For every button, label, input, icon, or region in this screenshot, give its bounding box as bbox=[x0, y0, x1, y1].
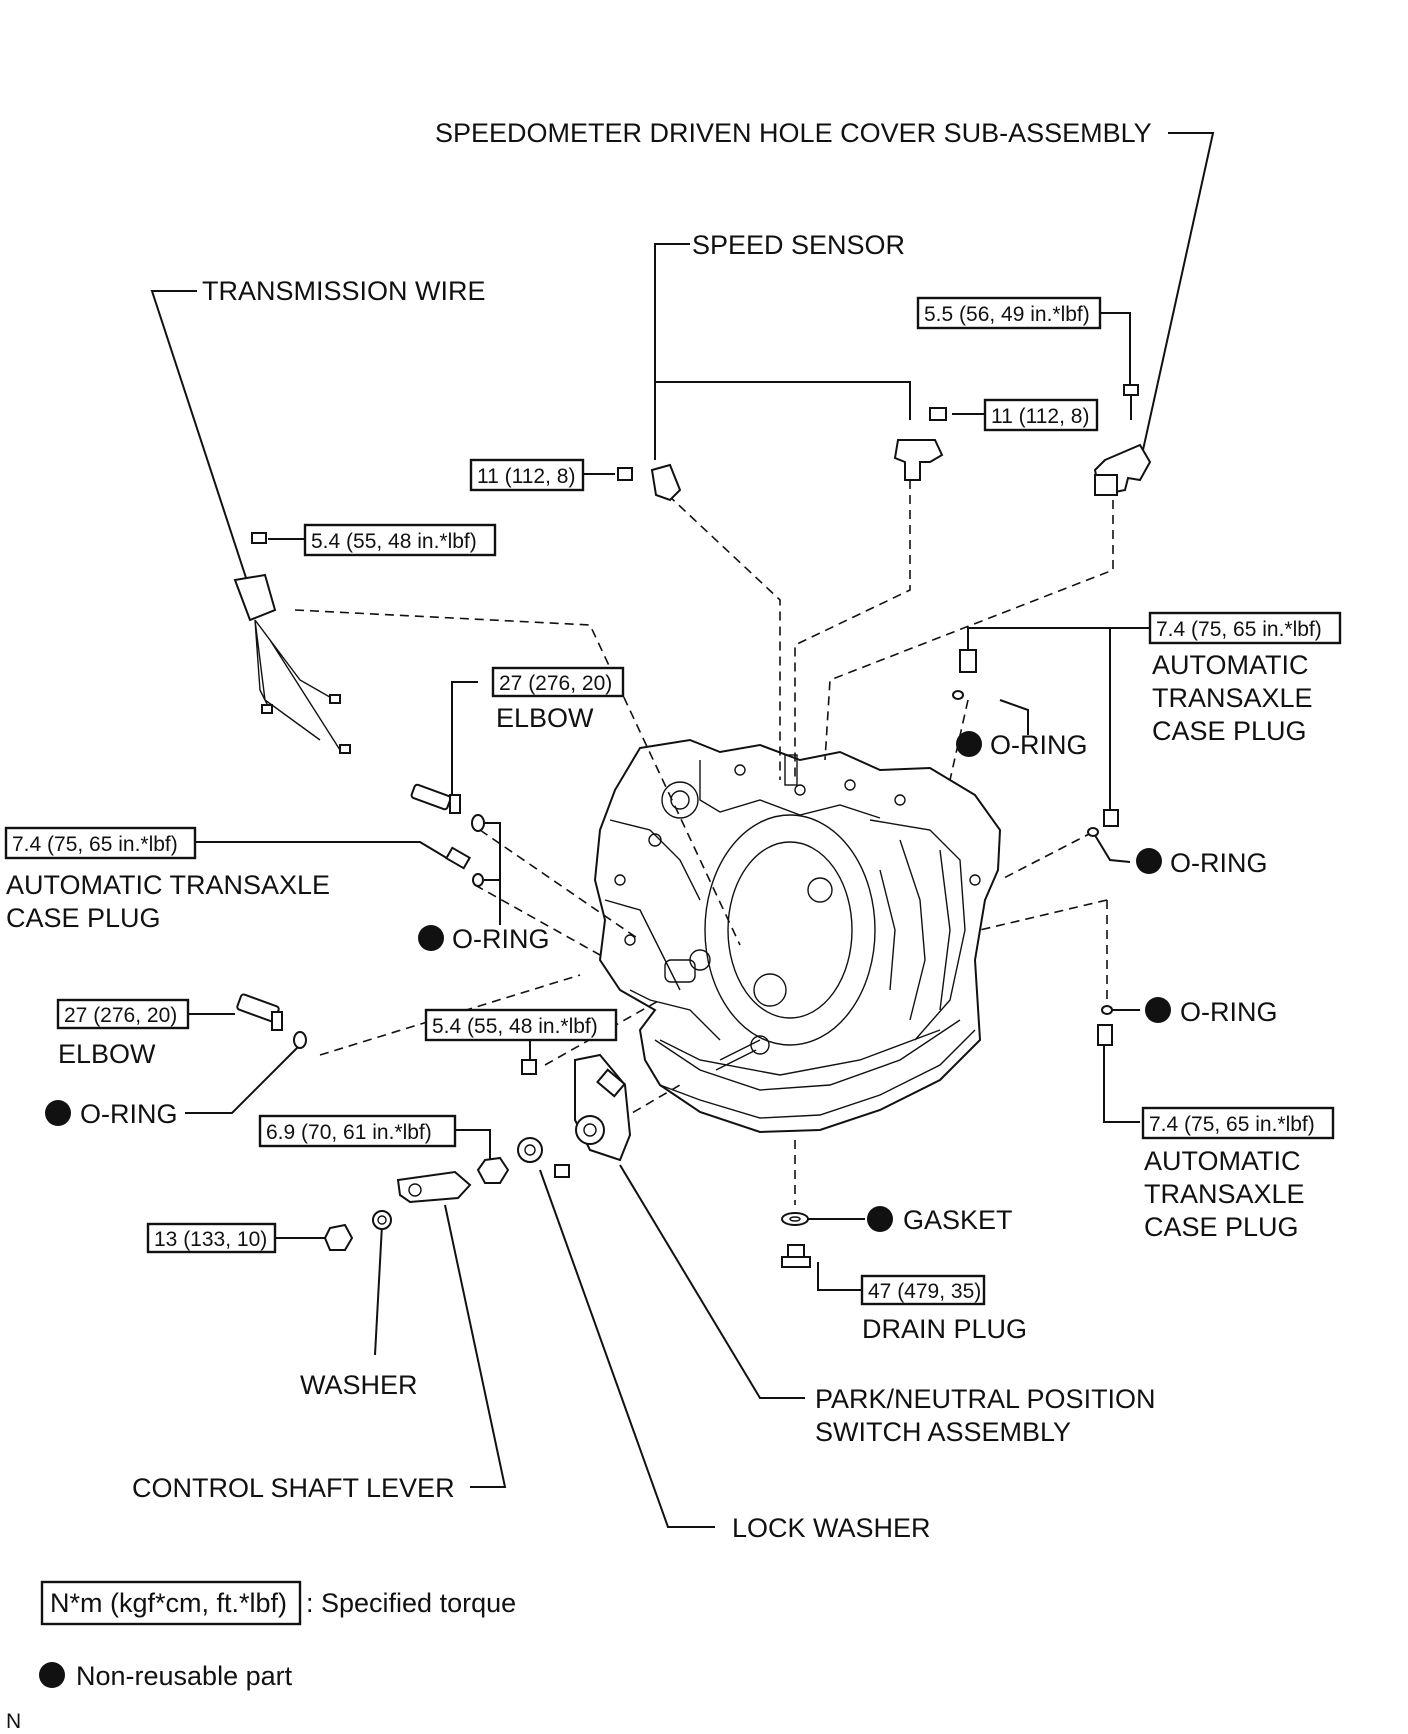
parts bbox=[39, 384, 1171, 1688]
labels: SPEEDOMETER DRIVEN HOLE COVER SUB-ASSEMB… bbox=[6, 118, 1313, 1543]
torque-plug-right-bot: 7.4 (75, 65 in.*lbf) bbox=[1149, 1113, 1315, 1136]
case-plug-right-top-part bbox=[952, 649, 977, 700]
lever-nut-part bbox=[476, 1156, 510, 1184]
label-case-plug-right-top-1: AUTOMATIC bbox=[1152, 650, 1309, 680]
label-drain-plug: DRAIN PLUG bbox=[862, 1314, 1027, 1344]
label-case-plug-left-1: AUTOMATIC TRANSAXLE bbox=[6, 870, 330, 900]
gasket-part bbox=[781, 1212, 809, 1226]
torque-switch-bolt: 5.4 (55, 48 in.*lbf) bbox=[432, 1015, 598, 1038]
corner-mark: N bbox=[6, 1710, 21, 1733]
label-pn-switch-1: PARK/NEUTRAL POSITION bbox=[815, 1384, 1156, 1414]
speedometer-cover-part bbox=[1093, 443, 1152, 497]
torque-elbow-upper: 27 (276, 20) bbox=[499, 672, 612, 695]
lock-washer-part bbox=[517, 1137, 543, 1163]
label-case-plug-right-top-2: TRANSAXLE bbox=[1152, 683, 1313, 713]
washer-part bbox=[372, 1210, 392, 1230]
nonreusable-dot bbox=[1145, 997, 1171, 1023]
label-case-plug-right-bot-3: CASE PLUG bbox=[1144, 1212, 1299, 1242]
transaxle-housing bbox=[593, 738, 1002, 1134]
nonreusable-dot bbox=[956, 731, 982, 757]
legend-dot bbox=[39, 1662, 65, 1688]
label-lock-washer: LOCK WASHER bbox=[732, 1513, 931, 1543]
label-oring-left-low: O-RING bbox=[80, 1099, 178, 1129]
label-case-plug-right-top-3: CASE PLUG bbox=[1152, 716, 1307, 746]
label-control-shaft-lever: CONTROL SHAFT LEVER bbox=[132, 1473, 455, 1503]
torque-plug-right-top: 7.4 (75, 65 in.*lbf) bbox=[1156, 618, 1322, 641]
case-plug-right-bot-part bbox=[1097, 1005, 1113, 1046]
transmission-wire-part bbox=[233, 532, 351, 754]
torque-drain-plug: 47 (479, 35) bbox=[868, 1280, 981, 1303]
nonreusable-dot bbox=[867, 1206, 893, 1232]
label-speed-sensor: SPEED SENSOR bbox=[692, 230, 905, 260]
torque-cover-bolt: 5.5 (56, 49 in.*lbf) bbox=[924, 303, 1090, 326]
pn-switch-part bbox=[554, 1053, 632, 1178]
nonreusable-dot bbox=[418, 925, 444, 951]
nonreusable-dot bbox=[45, 1100, 71, 1126]
speed-sensor-left-part bbox=[617, 463, 682, 502]
label-case-plug-right-bot-1: AUTOMATIC bbox=[1144, 1146, 1301, 1176]
oring-left-mid-part bbox=[472, 873, 484, 887]
label-oring-right-mid: O-RING bbox=[1170, 848, 1268, 878]
legend: N*m (kgf*cm, ft.*lbf) : Specified torque… bbox=[6, 1580, 516, 1733]
label-elbow-lower: ELBOW bbox=[58, 1039, 156, 1069]
label-speedometer-cover: SPEEDOMETER DRIVEN HOLE COVER SUB-ASSEMB… bbox=[435, 118, 1152, 148]
label-oring-right-lower: O-RING bbox=[1180, 997, 1278, 1027]
label-case-plug-left-2: CASE PLUG bbox=[6, 903, 161, 933]
torque-boxes: 5.5 (56, 49 in.*lbf) 11 (112, 8) 11 (112… bbox=[4, 296, 1342, 1306]
torque-lever-nut: 6.9 (70, 61 in.*lbf) bbox=[266, 1121, 432, 1144]
control-shaft-lever-part bbox=[396, 1170, 472, 1204]
washer-nut-part bbox=[323, 1223, 354, 1251]
label-transmission-wire: TRANSMISSION WIRE bbox=[202, 276, 486, 306]
elbow-upper-part bbox=[410, 783, 461, 814]
label-gasket: GASKET bbox=[903, 1205, 1013, 1235]
case-plug-left-part bbox=[444, 846, 472, 870]
torque-washer-nut: 13 (133, 10) bbox=[154, 1228, 267, 1251]
label-oring-right-upper: O-RING bbox=[990, 730, 1088, 760]
nonreusable-dot bbox=[1136, 848, 1162, 874]
legend-torque-text: : Specified torque bbox=[306, 1588, 516, 1618]
torque-sensor-right: 11 (112, 8) bbox=[991, 405, 1089, 428]
switch-bolt-part bbox=[521, 1059, 537, 1075]
torque-wire-bolt: 5.4 (55, 48 in.*lbf) bbox=[311, 530, 477, 553]
torque-sensor-left: 11 (112, 8) bbox=[477, 465, 575, 488]
cover-bolt-part bbox=[1123, 384, 1139, 420]
oring-left-upper-part bbox=[471, 814, 485, 832]
torque-elbow-lower: 27 (276, 20) bbox=[64, 1004, 177, 1027]
speed-sensor-right-part bbox=[893, 407, 947, 481]
label-oring-left-mid: O-RING bbox=[452, 924, 550, 954]
label-pn-switch-2: SWITCH ASSEMBLY bbox=[815, 1417, 1071, 1447]
case-plug-right-mid-part bbox=[1087, 809, 1119, 837]
elbow-lower-part bbox=[236, 993, 307, 1049]
legend-nonreusable-text: Non-reusable part bbox=[76, 1661, 293, 1691]
label-case-plug-right-bot-2: TRANSAXLE bbox=[1144, 1179, 1305, 1209]
label-washer: WASHER bbox=[300, 1370, 418, 1400]
torque-plug-left: 7.4 (75, 65 in.*lbf) bbox=[12, 833, 178, 856]
legend-torque-box: N*m (kgf*cm, ft.*lbf) bbox=[50, 1588, 287, 1618]
label-elbow-upper: ELBOW bbox=[496, 703, 594, 733]
drain-plug-part bbox=[781, 1244, 811, 1268]
